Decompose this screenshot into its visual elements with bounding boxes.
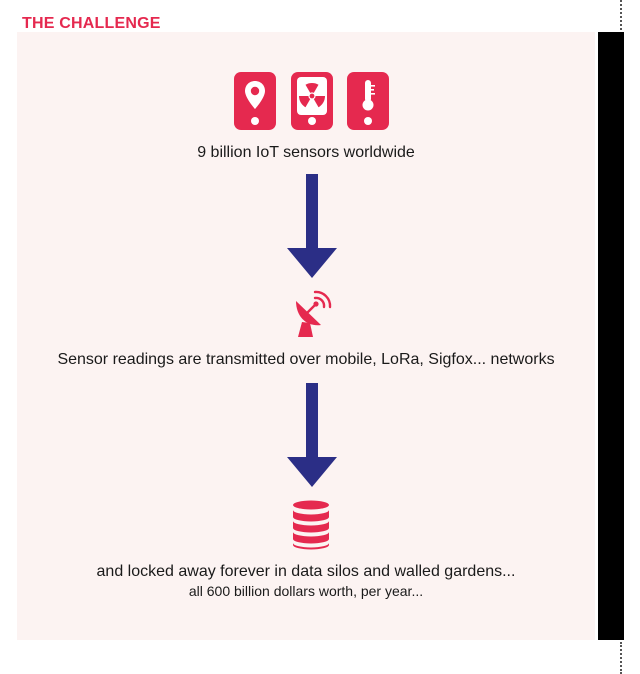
sensor-device-location [234,72,276,130]
transmission-caption: Sensor readings are transmitted over mob… [57,351,555,368]
sensor-button [308,117,316,125]
dotted-edge-top [620,0,622,30]
thermometer-icon [353,77,383,115]
side-bar [598,32,624,640]
sensor-device-temperature [347,72,389,130]
radiation-icon [297,77,327,115]
location-pin-icon [240,77,270,115]
database-icon [292,500,330,550]
arrow-down-icon [287,174,337,278]
satellite-dish-icon [291,289,333,339]
section-title: THE CHALLENGE [22,15,161,32]
sensor-device-radiation [291,72,333,130]
arrow-down-icon [287,383,337,487]
sensor-button [364,117,372,125]
sensors-caption: 9 billion IoT sensors worldwide [197,144,415,161]
value-caption: all 600 billion dollars worth, per year.… [188,583,424,599]
dotted-edge-bottom [620,642,622,674]
storage-caption: and locked away forever in data silos an… [96,563,516,580]
sensor-button [251,117,259,125]
